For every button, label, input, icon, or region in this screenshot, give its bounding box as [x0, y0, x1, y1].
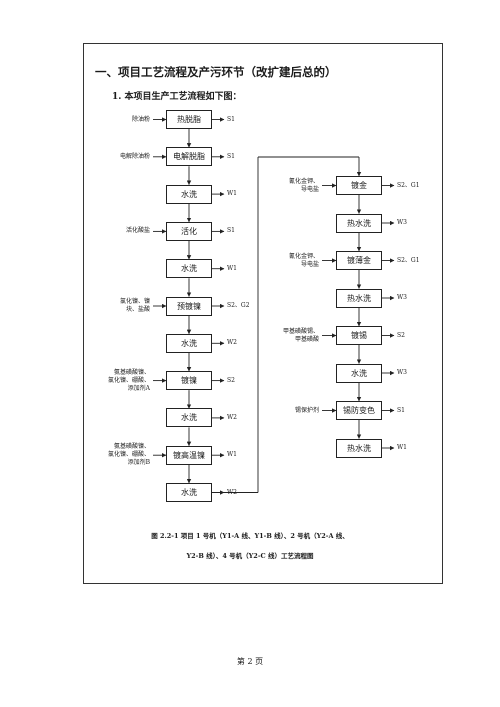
input-material-line: 氯化镍、硼酸、 — [107, 376, 150, 384]
input-material-label: 锡保护剂 — [295, 407, 319, 415]
process-step-box: 热水洗 — [336, 438, 382, 458]
emission-label: S2 — [397, 331, 405, 339]
input-material-line: 甲基磺酸锡、 — [282, 327, 319, 335]
page-frame-bottom — [83, 583, 442, 584]
process-step-box: 活化 — [166, 221, 212, 241]
input-material-line: 活化酸盐 — [125, 227, 150, 235]
input-material-line: 添加剂A — [127, 384, 150, 392]
input-material-label: 除油粉 — [132, 116, 150, 124]
process-step-box: 预镀镍 — [166, 296, 212, 316]
process-step-box: 热脱脂 — [166, 110, 212, 129]
emission-label: S1 — [227, 152, 235, 160]
emission-label: W2 — [227, 413, 237, 421]
emission-label: S1 — [227, 115, 235, 123]
input-material-line: 氰化金钾、 — [288, 177, 319, 185]
process-step-box: 水洗 — [166, 408, 212, 428]
process-step-box: 镀锡 — [336, 326, 382, 345]
emission-label: W3 — [397, 219, 407, 226]
input-material-line: 导电盐 — [300, 185, 319, 193]
process-step-box: 水洗 — [166, 333, 212, 353]
process-step-box: 热水洗 — [336, 288, 382, 308]
emission-label: S2、G1 — [397, 181, 420, 189]
figure-caption-line-1: 图 2.2-1 项目 1 号机（Y1-A 线、Y1-B 线）、2 号机（Y2-A… — [151, 532, 349, 540]
emission-label: W3 — [397, 369, 407, 376]
input-material-line: 块、盐酸 — [125, 306, 150, 313]
emission-label: W1 — [397, 444, 407, 451]
figure-caption-line-2: Y2-B 线）、4 号机（Y2-C 线）工艺流程图 — [186, 552, 314, 560]
input-material-label: 氨基磺酸镍、氯化镍、硼酸、添加剂A — [108, 369, 150, 393]
process-step-box: 镀镍 — [166, 371, 212, 391]
emission-label: S2 — [227, 376, 235, 384]
input-material-label: 活化酸盐 — [126, 227, 150, 235]
input-material-line: 氰化金钾、 — [288, 252, 319, 260]
emission-label: S2、G2 — [227, 302, 250, 309]
process-step-box: 镀薄金 — [336, 251, 382, 270]
emission-label: W1 — [227, 190, 237, 198]
emission-label: S1 — [397, 406, 405, 414]
input-material-line: 甲基磺酸 — [294, 335, 319, 343]
input-material-line: 氨基磺酸镍、 — [113, 368, 150, 376]
input-material-line: 氨基磺酸镍、 — [113, 443, 150, 451]
emission-label: W1 — [227, 451, 237, 459]
process-step-box: 水洗 — [166, 259, 212, 279]
process-step-box: 水洗 — [336, 363, 382, 383]
input-material-label: 电解除油粉 — [120, 153, 150, 161]
input-material-label: 甲基磺酸锡、甲基磺酸 — [283, 328, 319, 344]
process-step-box: 镀金 — [336, 176, 382, 195]
process-step-box: 热水洗 — [336, 213, 382, 233]
section-heading: 一、项目工艺流程及产污环节（改扩建后总的） — [95, 65, 337, 79]
emission-label: W2 — [227, 488, 237, 496]
emission-label: S1 — [227, 227, 235, 235]
input-material-label: 氰化金钾、导电盐 — [289, 253, 319, 269]
process-step-box: 水洗 — [166, 184, 212, 204]
input-material-line: 除油粉 — [131, 115, 150, 123]
input-material-line: 添加剂B — [127, 459, 150, 467]
input-material-label: 氨基磺酸镍、氯化镍、硼酸、添加剂B — [108, 443, 150, 467]
input-material-line: 氯化镍、镍 — [119, 298, 150, 305]
input-material-label: 氰化金钾、导电盐 — [289, 178, 319, 194]
input-material-line: 锡保护剂 — [294, 406, 319, 414]
emission-label: W2 — [227, 339, 237, 347]
page-frame — [83, 43, 443, 584]
process-step-box: 电解脱脂 — [166, 147, 212, 167]
emission-label: W1 — [227, 264, 237, 272]
input-material-line: 氯化镍、硼酸、 — [107, 451, 150, 459]
input-material-line: 导电盐 — [300, 260, 319, 268]
process-step-box: 水洗 — [166, 483, 212, 502]
process-step-box: 锡防变色 — [336, 401, 382, 420]
page-number: 第 2 页 — [236, 657, 264, 666]
process-step-box: 镀高温镍 — [166, 445, 212, 465]
emission-label: W3 — [397, 294, 407, 301]
emission-label: S2、G1 — [397, 256, 420, 264]
input-material-label: 氯化镍、镍块、盐酸 — [120, 298, 150, 314]
input-material-line: 电解除油粉 — [119, 152, 150, 160]
section-subheading: 1. 本项目生产工艺流程如下图： — [112, 92, 242, 102]
